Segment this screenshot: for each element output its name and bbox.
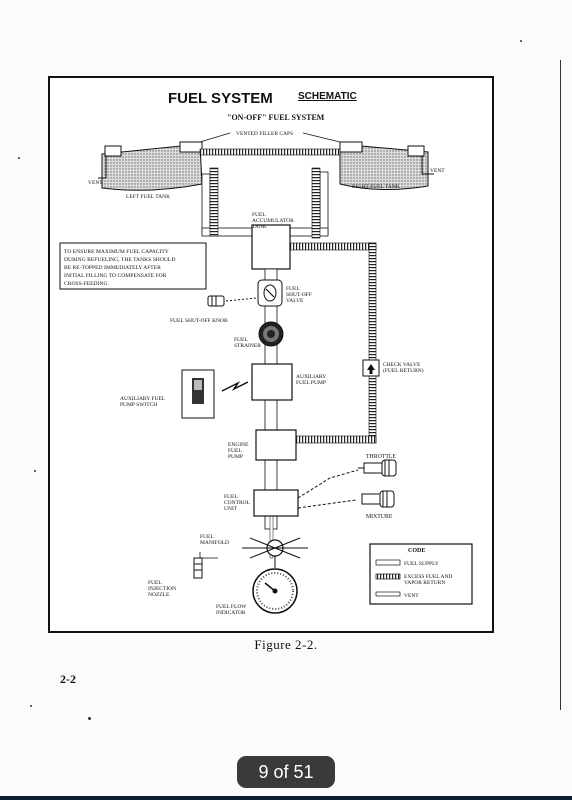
fuel-manifold	[242, 537, 308, 559]
page-number: 2-2	[60, 672, 76, 686]
svg-text:TO ENSURE MAXIMUM FUEL CAPACIT: TO ENSURE MAXIMUM FUEL CAPACITY DURING R…	[64, 249, 177, 287]
label-engine-fuel-pump: ENGINE FUEL PUMP	[228, 442, 250, 460]
label-fuel-injection-nozzle: FUEL INJECTION NOZZLE	[148, 580, 177, 598]
label-fuel-flow-indicator: FUEL FLOW INDICATOR	[216, 604, 248, 616]
fuel-injection-nozzle	[193, 557, 203, 579]
legend-title: CODE	[408, 548, 425, 554]
scan-speck	[88, 717, 91, 720]
label-right-fuel-tank: RIGHT FUEL TANK	[352, 184, 400, 190]
adjacent-page-edge	[560, 60, 561, 710]
bottom-bar	[0, 796, 572, 800]
scan-speck	[34, 470, 36, 472]
throttle-control	[358, 459, 397, 477]
fuel-accumulator-tank	[251, 224, 291, 270]
legend-code: CODE FUEL SUPPLY EXCESS FUEL AND VAPOR R…	[369, 543, 473, 605]
auxiliary-fuel-pump-switch	[181, 369, 215, 419]
legend-vent: VENT	[404, 593, 419, 599]
label-check-valve: CHECK VALVE (FUEL RETURN)	[383, 362, 424, 374]
label-vented-filler-caps: VENTED FILLER CAPS	[236, 131, 293, 137]
label-fuel-strainer: FUEL STRAINER	[234, 337, 261, 349]
scan-speck	[30, 705, 32, 707]
label-fuel-manifold: FUEL MANIFOLD	[200, 534, 229, 546]
refueling-note: TO ENSURE MAXIMUM FUEL CAPACITY DURING R…	[59, 242, 207, 290]
label-mixture: MIXTURE	[366, 514, 393, 520]
label-vent-left: VENT	[88, 180, 103, 186]
fuel-flow-indicator	[252, 568, 298, 614]
label-fuel-shut-off-valve: FUEL SHUT-OFF VALVE	[286, 286, 313, 304]
scan-speck	[18, 157, 20, 159]
diagram-title-emphasis: SCHEMATIC	[298, 91, 357, 102]
label-fuel-control-unit: FUEL CONTROL UNIT	[224, 494, 251, 512]
page-indicator: 9 of 51	[237, 756, 335, 788]
diagram-subtitle: "ON-OFF" FUEL SYSTEM	[227, 113, 325, 122]
right-fuel-tank	[339, 141, 429, 191]
fuel-control-unit	[253, 489, 299, 517]
label-left-fuel-tank: LEFT FUEL TANK	[126, 194, 170, 200]
fuel-system-diagram: FUEL SYSTEM SCHEMATIC "ON-OFF" FUEL SYST…	[48, 76, 494, 633]
figure-caption: Figure 2-2.	[254, 637, 318, 652]
label-auxiliary-fuel-pump: AUXILIARY FUEL PUMP	[296, 374, 327, 386]
scan-speck	[520, 40, 522, 42]
label-auxiliary-fuel-pump-switch: AUXILIARY FUEL PUMP SWITCH	[120, 396, 166, 408]
fuel-shut-off-knob	[207, 295, 257, 307]
legend-fuel-supply: FUEL SUPPLY	[404, 561, 439, 567]
label-fuel-accumulator-tank: FUEL ACCUMULATOR TANK	[252, 212, 295, 230]
diagram-title: FUEL SYSTEM	[168, 90, 273, 107]
label-throttle: THROTTLE	[366, 454, 396, 460]
legend-excess-fuel: EXCESS FUEL AND VAPOR RETURN	[404, 574, 454, 586]
mixture-control	[361, 490, 395, 508]
engine-fuel-pump	[255, 429, 297, 461]
label-fuel-shut-off-knob: FUEL SHUT-OFF KNOB	[170, 318, 228, 324]
left-fuel-tank	[101, 141, 203, 191]
auxiliary-fuel-pump	[251, 363, 293, 401]
label-vent-right: VENT	[430, 168, 445, 174]
